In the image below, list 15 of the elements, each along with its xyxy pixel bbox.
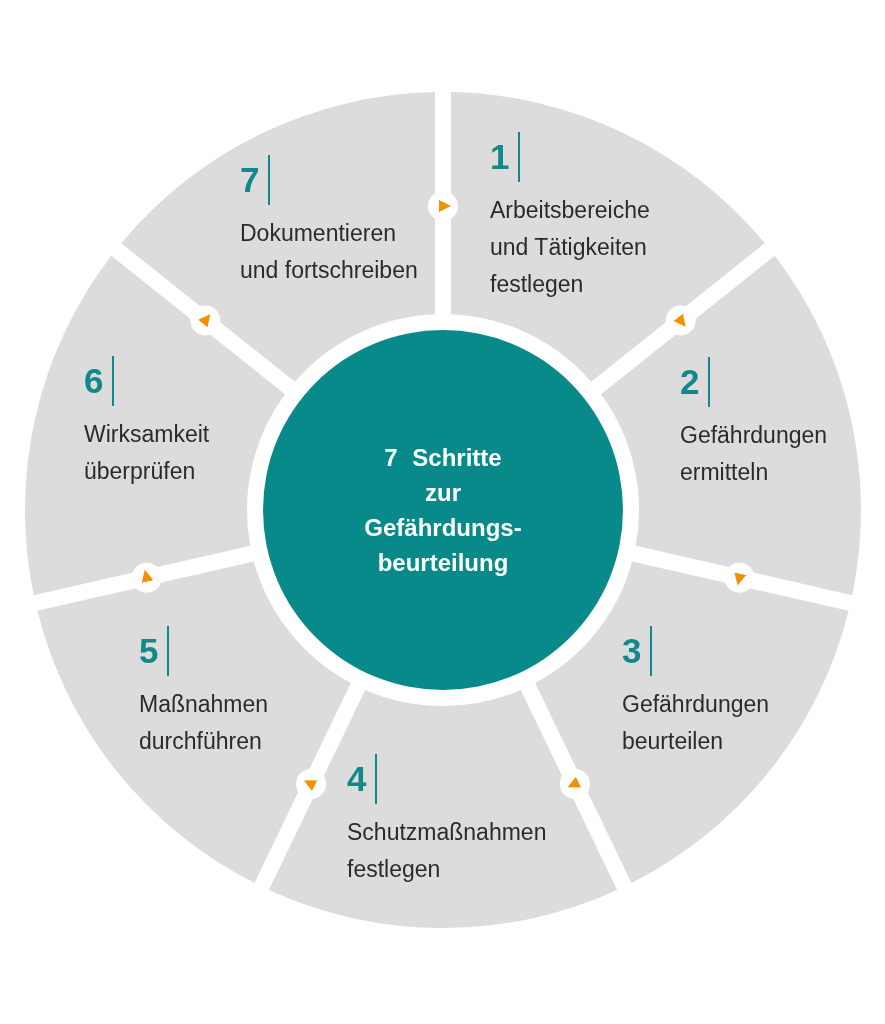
step-text: Schutzmaßnahmen festlegen (347, 818, 548, 884)
step-text: Maßnahmen durchführen (139, 690, 270, 756)
step-number: 1 (490, 132, 521, 182)
step-text: Arbeitsbereiche und Tätigkeiten festlegen (490, 196, 651, 299)
step-number: 7 (240, 155, 271, 205)
step-text: Dokumentieren und fortschreiben (240, 219, 419, 285)
step-number: 5 (139, 626, 170, 676)
step-text: Wirksamkeit überprüfen (84, 420, 211, 486)
step-number: 3 (622, 626, 653, 676)
step-number: 4 (347, 754, 378, 804)
step-text: Gefährdungen beurteilen (622, 690, 771, 756)
hub-title: 7 Schritte zur Gefährdungs- beurteilung (363, 443, 523, 578)
step-number: 6 (84, 356, 115, 406)
step-number: 2 (680, 357, 711, 407)
step-text: Gefährdungen ermitteln (680, 421, 829, 487)
